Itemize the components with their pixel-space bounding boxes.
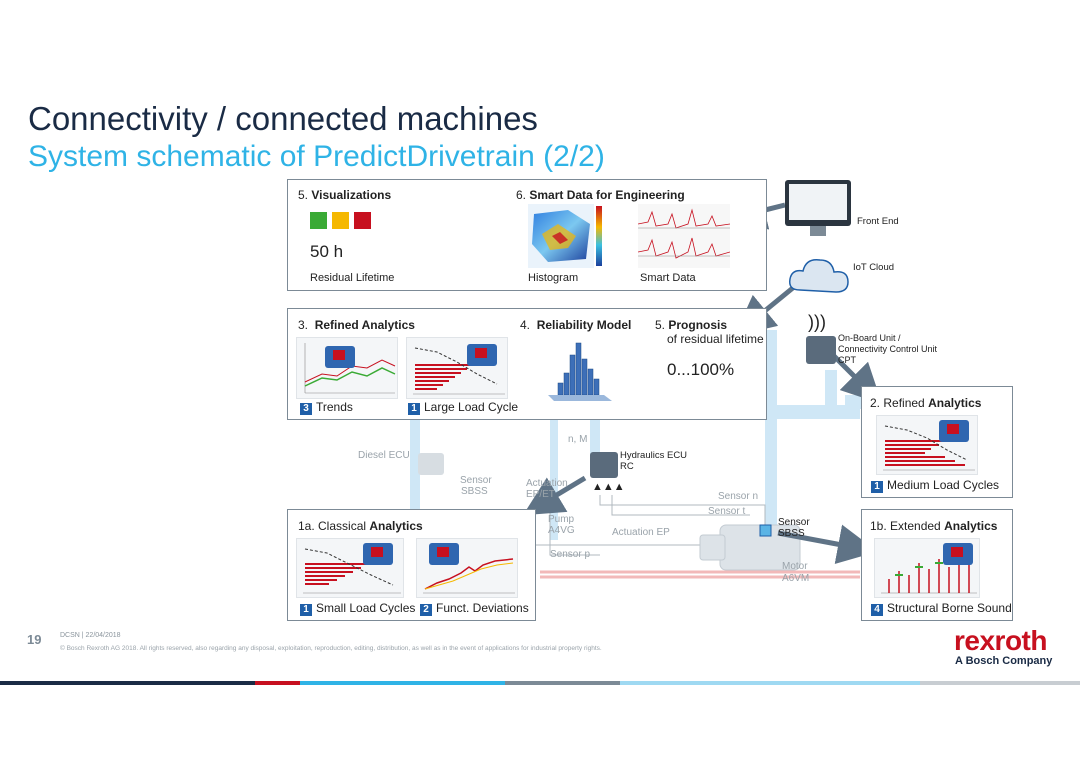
smart-data-heading: 6. Smart Data for Engineering bbox=[516, 188, 685, 202]
label-onboard-1: On-Board Unit / bbox=[838, 333, 901, 343]
footer-meta: DCSN | 22/04/2018 bbox=[60, 632, 121, 639]
pipe-vertical-diesel bbox=[410, 420, 420, 510]
smart-data-caption: Smart Data bbox=[640, 272, 696, 284]
footer-bar-red bbox=[255, 681, 300, 685]
large-load-cycle-chart bbox=[406, 337, 508, 399]
sensor-sbss-icon bbox=[759, 524, 772, 537]
traffic-light-red bbox=[354, 212, 371, 229]
arrow-sensor-to-extended bbox=[777, 524, 878, 564]
label-motor-1: Motor bbox=[782, 561, 808, 572]
footer-bar-lightblue bbox=[620, 681, 920, 685]
monitor-stand bbox=[810, 226, 826, 236]
bosch-company-label: A Bosch Company bbox=[955, 655, 1053, 667]
footer-bar-lightgray bbox=[920, 681, 1080, 685]
monitor-icon bbox=[785, 180, 851, 226]
label-hydraulics-1: Hydraulics ECU bbox=[620, 450, 688, 461]
prognosis-value: 0...100% bbox=[667, 360, 735, 379]
structural-borne-sound-chart bbox=[874, 538, 980, 598]
motor-flange bbox=[699, 534, 726, 561]
label-actuation-ep: Actuation EP bbox=[612, 527, 670, 538]
page-title: Connectivity / connected machines bbox=[28, 100, 538, 137]
label-sensor-sbss-right-1: Sensor bbox=[778, 517, 810, 528]
page-subtitle: System schematic of PredictDrivetrain (2… bbox=[28, 140, 605, 173]
funct-deviations-chart bbox=[416, 538, 518, 598]
reliability-heading: 4. Reliability Model bbox=[520, 318, 632, 332]
label-actuation-1: Actuation bbox=[526, 478, 568, 489]
footer-bar-navy bbox=[0, 681, 255, 685]
refined2-heading: 2. Refined Analytics bbox=[870, 396, 982, 410]
label-onboard-3: CPT bbox=[838, 355, 856, 365]
visualization-heading: 5. Visualizations bbox=[298, 188, 392, 202]
traffic-light-green bbox=[310, 212, 327, 229]
footer-bar-gray bbox=[505, 681, 620, 685]
wire-sensor-n bbox=[599, 495, 766, 525]
prognosis-line2: of residual lifetime bbox=[667, 332, 764, 346]
label-motor-2: A6VM bbox=[782, 573, 810, 584]
diesel-ecu-icon bbox=[418, 453, 444, 475]
label-onboard-2: Connectivity Control Unit bbox=[838, 344, 938, 354]
label-sensor-p: Sensor p bbox=[550, 549, 591, 560]
pipe-vertical-right bbox=[765, 330, 777, 530]
medium-load-cycles-chart bbox=[876, 415, 978, 475]
label-sensor-t: Sensor t bbox=[708, 506, 746, 517]
sensor-triangles-icon: ▲▲▲ bbox=[592, 481, 625, 493]
hydraulics-ecu-icon bbox=[590, 452, 618, 478]
residual-lifetime-value: 50 h bbox=[310, 242, 344, 261]
label-front-end: Front End bbox=[857, 216, 899, 227]
histogram-image bbox=[528, 204, 602, 268]
rexroth-logo: rexroth bbox=[954, 625, 1047, 656]
label-sensor-sbss-right-2: SBSS bbox=[778, 528, 805, 539]
label-hydraulics-2: RC bbox=[620, 461, 634, 472]
label-pump-2: A4VG bbox=[548, 525, 575, 536]
wire-sensor-t bbox=[611, 495, 750, 516]
refined-heading: 3. Refined Analytics bbox=[298, 318, 415, 332]
label-pump-1: Pump bbox=[548, 514, 575, 525]
label-sensor-n: Sensor n bbox=[718, 491, 759, 502]
page-number: 19 bbox=[27, 632, 42, 647]
footer-bar-blue bbox=[300, 681, 505, 685]
reliability-model-chart bbox=[548, 342, 612, 401]
visualization-box: 5. Visualizations 50 h Residual Lifetime… bbox=[287, 179, 767, 291]
pipe-vertical-cpt bbox=[825, 370, 837, 410]
label-diesel-ecu: Diesel ECU bbox=[358, 450, 410, 461]
prognosis-heading: 5. Prognosis bbox=[655, 318, 728, 332]
label-actuation-2: EP/ET bbox=[526, 489, 555, 500]
label-n-m: n, M bbox=[568, 434, 588, 445]
classical-heading: 1a. Classical Analytics bbox=[298, 519, 423, 533]
extended-heading: 1b. Extended Analytics bbox=[870, 519, 998, 533]
small-load-cycles-chart bbox=[296, 538, 404, 598]
smart-data-image bbox=[638, 204, 730, 268]
wifi-icon: ))) bbox=[808, 312, 826, 332]
label-sensor-sbss-left-1: Sensor bbox=[460, 475, 492, 486]
pipe-vertical-hydraulics bbox=[590, 420, 600, 460]
traffic-light-yellow bbox=[332, 212, 349, 229]
label-iot-cloud: IoT Cloud bbox=[853, 262, 895, 273]
label-sensor-sbss-left-2: SBSS bbox=[461, 486, 488, 497]
arrow-hydraulics-to-classical bbox=[522, 475, 587, 516]
cloud-icon bbox=[788, 258, 849, 293]
trends-chart bbox=[296, 337, 398, 399]
residual-lifetime-caption: Residual Lifetime bbox=[310, 272, 395, 284]
footer-copyright: © Bosch Rexroth AG 2018. All rights rese… bbox=[60, 645, 602, 652]
onboard-unit-icon bbox=[806, 336, 836, 364]
wire-sensor-p bbox=[549, 500, 600, 556]
histogram-caption: Histogram bbox=[528, 272, 579, 284]
